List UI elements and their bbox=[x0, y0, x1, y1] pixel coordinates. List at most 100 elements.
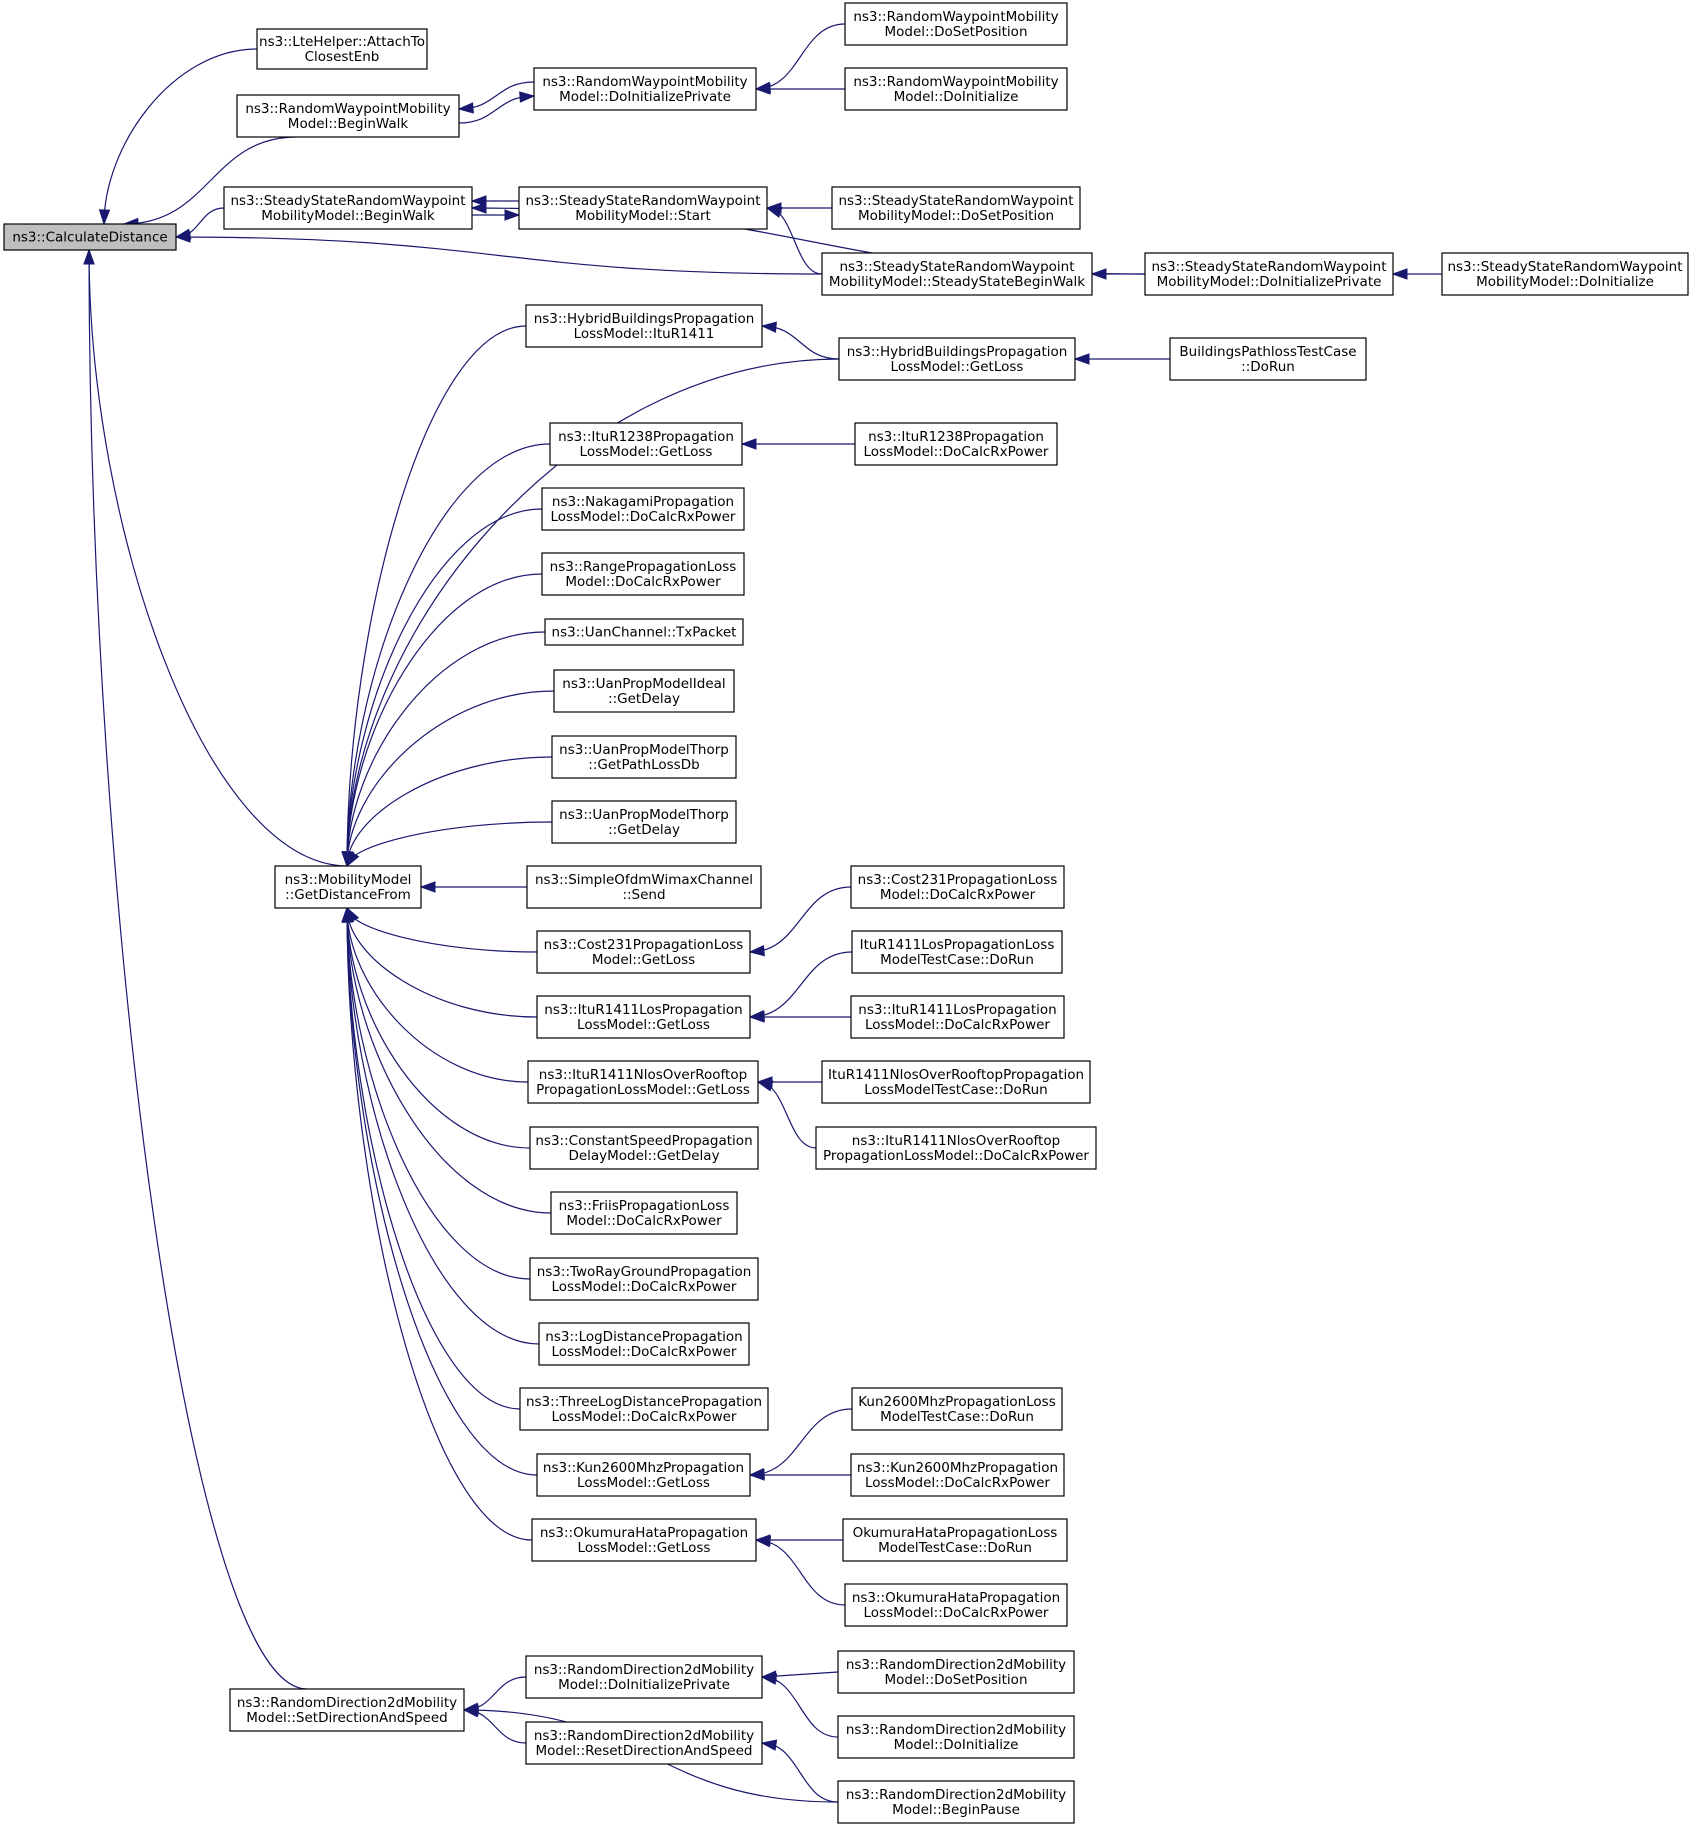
graph-node[interactable]: ns3::ThreeLogDistancePropagationLossMode… bbox=[519, 1387, 769, 1431]
graph-edge bbox=[346, 573, 543, 867]
graph-node[interactable]: ns3::SteadyStateRandomWaypointMobilityMo… bbox=[831, 186, 1081, 230]
graph-edge bbox=[346, 907, 531, 1280]
node-box bbox=[536, 930, 751, 974]
graph-node[interactable]: ns3::SteadyStateRandomWaypointMobilityMo… bbox=[821, 252, 1093, 296]
edge-arrowhead bbox=[1090, 268, 1107, 280]
node-label: ns3::CalculateDistance bbox=[12, 230, 167, 246]
node-label: ns3::RandomWaypointMobility bbox=[542, 74, 747, 90]
graph-node[interactable]: ns3::ItuR1411LosPropagationLossModel::Do… bbox=[850, 995, 1065, 1039]
node-label: ns3::ItuR1411NlosOverRooftop bbox=[539, 1067, 747, 1083]
graph-edge bbox=[346, 631, 546, 867]
node-label: ns3::SteadyStateRandomWaypoint bbox=[838, 193, 1073, 209]
graph-edge bbox=[761, 1676, 839, 1738]
graph-node[interactable]: ns3::OkumuraHataPropagationLossModel::Ge… bbox=[531, 1518, 757, 1562]
graph-node[interactable]: ns3::ItuR1238PropagationLossModel::GetLo… bbox=[549, 422, 743, 466]
graph-node[interactable]: ns3::OkumuraHataPropagationLossModel::Do… bbox=[844, 1583, 1068, 1627]
graph-node[interactable]: ItuR1411LosPropagationLossModelTestCase:… bbox=[851, 930, 1063, 974]
graph-edge bbox=[749, 886, 852, 953]
graph-edge bbox=[88, 249, 349, 867]
node-box bbox=[551, 735, 737, 779]
graph-node[interactable]: ns3::SteadyStateRandomWaypointMobilityMo… bbox=[518, 186, 768, 230]
graph-node[interactable]: ns3::RandomDirection2dMobilityModel::Set… bbox=[229, 1688, 465, 1732]
graph-node[interactable]: ns3::ConstantSpeedPropagationDelayModel:… bbox=[529, 1126, 759, 1170]
node-box bbox=[541, 487, 745, 531]
node-box bbox=[529, 1126, 759, 1170]
graph-node[interactable]: BuildingsPathlossTestCase::DoRun bbox=[1169, 337, 1367, 381]
edge-arrowhead bbox=[1073, 353, 1090, 365]
graph-node[interactable]: ns3::UanPropModelIdeal::GetDelay bbox=[553, 669, 735, 713]
node-label: MobilityModel::DoInitializePrivate bbox=[1157, 274, 1382, 290]
node-label: LossModel::DoCalcRxPower bbox=[865, 1017, 1050, 1033]
graph-edge bbox=[346, 821, 553, 867]
graph-node[interactable]: ns3::RandomWaypointMobilityModel::DoSetP… bbox=[844, 2, 1068, 46]
node-label: ns3::LteHelper::AttachTo bbox=[259, 34, 425, 50]
graph-node[interactable]: ns3::MobilityModel::GetDistanceFrom bbox=[274, 865, 422, 909]
graph-node[interactable]: ns3::Kun2600MhzPropagationLossModel::DoC… bbox=[850, 1453, 1065, 1497]
edge-arrowhead bbox=[748, 1011, 765, 1023]
edge-arrowhead bbox=[341, 906, 353, 923]
graph-node[interactable]: ns3::UanPropModelThorp::GetPathLossDb bbox=[551, 735, 737, 779]
graph-node[interactable]: ns3::ItuR1238PropagationLossModel::DoCal… bbox=[854, 422, 1058, 466]
node-label: LossModel::DoCalcRxPower bbox=[864, 444, 1049, 460]
edge-arrowhead bbox=[760, 1673, 778, 1685]
graph-node[interactable]: ns3::Kun2600MhzPropagationLossModel::Get… bbox=[536, 1453, 751, 1497]
graph-node[interactable]: ns3::TwoRayGroundPropagationLossModel::D… bbox=[529, 1257, 759, 1301]
graph-node[interactable]: ns3::SteadyStateRandomWaypointMobilityMo… bbox=[1144, 252, 1394, 296]
graph-node[interactable]: ns3::HybridBuildingsPropagationLossModel… bbox=[525, 304, 763, 348]
graph-node[interactable]: ns3::ItuR1411NlosOverRooftopPropagationL… bbox=[527, 1060, 759, 1104]
graph-node[interactable]: ns3::RandomDirection2dMobilityModel::Res… bbox=[525, 1721, 763, 1765]
graph-edge bbox=[757, 1081, 817, 1149]
node-label: LossModel::GetLoss bbox=[891, 359, 1024, 375]
graph-node[interactable]: ns3::SteadyStateRandomWaypointMobilityMo… bbox=[223, 186, 473, 230]
graph-node[interactable]: ns3::RandomWaypointMobilityModel::DoInit… bbox=[844, 67, 1068, 111]
node-label: ns3::ItuR1238Propagation bbox=[558, 429, 734, 445]
graph-node[interactable]: ns3::FriisPropagationLossModel::DoCalcRx… bbox=[550, 1191, 738, 1235]
node-label: LossModel::GetLoss bbox=[577, 1475, 710, 1491]
graph-node[interactable]: Kun2600MhzPropagationLossModelTestCase::… bbox=[851, 1387, 1063, 1431]
graph-node[interactable]: ns3::RandomDirection2dMobilityModel::DoI… bbox=[525, 1655, 763, 1699]
graph-node[interactable]: ns3::LogDistancePropagationLossModel::Do… bbox=[538, 1322, 750, 1366]
graph-node[interactable]: ns3::ItuR1411NlosOverRooftopPropagationL… bbox=[815, 1126, 1097, 1170]
graph-node[interactable]: ns3::SteadyStateRandomWaypointMobilityMo… bbox=[1441, 252, 1689, 296]
node-label: Model::SetDirectionAndSpeed bbox=[246, 1710, 447, 1726]
graph-node[interactable]: ns3::NakagamiPropagationLossModel::DoCal… bbox=[541, 487, 745, 531]
node-label: ns3::SteadyStateRandomWaypoint bbox=[230, 193, 465, 209]
node-label: Model::DoInitialize bbox=[894, 89, 1019, 105]
graph-node[interactable]: OkumuraHataPropagationLossModelTestCase:… bbox=[842, 1518, 1068, 1562]
graph-edge bbox=[103, 48, 258, 225]
node-label: ::GetDelay bbox=[608, 691, 680, 707]
node-label: LossModel::DoCalcRxPower bbox=[552, 1279, 737, 1295]
graph-node[interactable]: ns3::RangePropagationLossModel::DoCalcRx… bbox=[541, 552, 745, 596]
graph-node[interactable]: ns3::SimpleOfdmWimaxChannel::Send bbox=[526, 865, 762, 909]
graph-node[interactable]: ItuR1411NlosOverRooftopPropagationLossMo… bbox=[821, 1060, 1091, 1104]
graph-node[interactable]: ns3::RandomWaypointMobilityModel::DoInit… bbox=[533, 67, 757, 111]
graph-node[interactable]: ns3::UanChannel::TxPacket bbox=[544, 618, 744, 646]
graph-node[interactable]: ns3::Cost231PropagationLossModel::DoCalc… bbox=[850, 865, 1065, 909]
graph-node[interactable]: ns3::RandomWaypointMobilityModel::BeginW… bbox=[236, 94, 460, 138]
graph-edge bbox=[346, 756, 553, 867]
node-box bbox=[850, 995, 1065, 1039]
graph-node[interactable]: ns3::UanPropModelThorp::GetDelay bbox=[551, 800, 737, 844]
graph-edge bbox=[175, 236, 823, 275]
graph-node[interactable]: ns3::HybridBuildingsPropagationLossModel… bbox=[838, 337, 1076, 381]
edge-arrowhead bbox=[760, 1739, 778, 1751]
edge-arrowhead bbox=[740, 438, 757, 450]
node-label: LossModelTestCase::DoRun bbox=[864, 1082, 1047, 1098]
node-label: ns3::UanPropModelThorp bbox=[559, 742, 729, 758]
node-label: ns3::Cost231PropagationLoss bbox=[544, 937, 744, 953]
graph-edge bbox=[749, 951, 853, 1018]
graph-node[interactable]: ns3::ItuR1411LosPropagationLossModel::Ge… bbox=[536, 995, 751, 1039]
node-box bbox=[553, 669, 735, 713]
graph-edge bbox=[346, 907, 538, 953]
node-label: ns3::RandomWaypointMobility bbox=[245, 101, 450, 117]
graph-node[interactable]: ns3::RandomDirection2dMobilityModel::DoI… bbox=[837, 1715, 1075, 1759]
graph-node[interactable]: ns3::CalculateDistance bbox=[3, 223, 177, 251]
node-label: ns3::Kun2600MhzPropagation bbox=[857, 1460, 1058, 1476]
node-label: ns3::OkumuraHataPropagation bbox=[540, 1525, 748, 1541]
graph-node[interactable]: ns3::RandomDirection2dMobilityModel::DoS… bbox=[837, 1650, 1075, 1694]
graph-node[interactable]: ns3::Cost231PropagationLossModel::GetLos… bbox=[536, 930, 751, 974]
graph-edge bbox=[346, 690, 555, 867]
node-label: ModelTestCase::DoRun bbox=[878, 1540, 1032, 1556]
graph-node[interactable]: ns3::RandomDirection2dMobilityModel::Beg… bbox=[837, 1780, 1075, 1824]
